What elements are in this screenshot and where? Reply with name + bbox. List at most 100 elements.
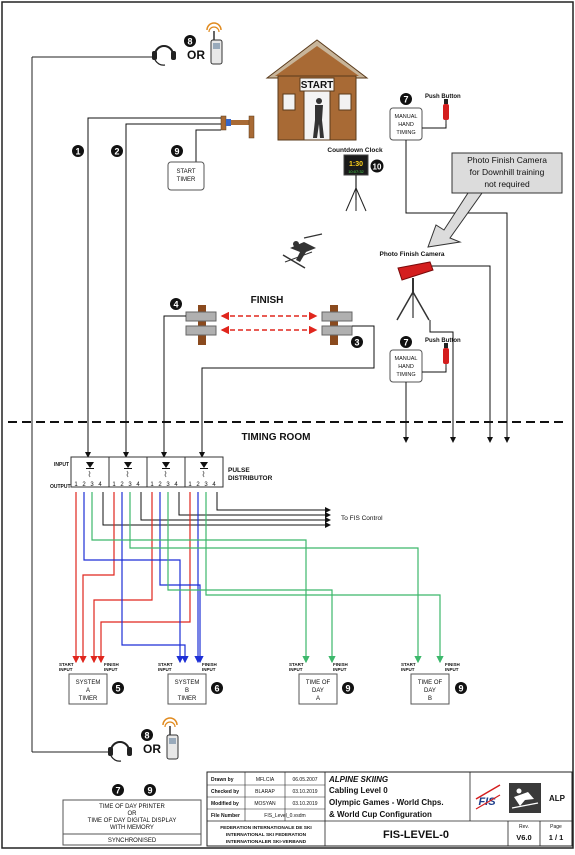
photo-note-arrow — [427, 192, 483, 248]
output-number: 1 — [150, 482, 154, 488]
tb-modified-date: 03.10.2019 — [292, 801, 317, 807]
tb-checked-by-label: Checked by — [211, 789, 239, 795]
output-number: 4 — [174, 482, 178, 488]
output-label: OUTPUT — [50, 484, 71, 490]
radio-icon — [206, 22, 223, 65]
legend-line5: SYNCHRONISED — [108, 838, 157, 844]
push-button-bottom-icon — [443, 343, 449, 368]
system-b-line3: TIMER — [178, 696, 197, 702]
pulse-distributor-line1: PULSE — [228, 467, 250, 474]
output-number: 3 — [128, 482, 132, 488]
tb-federation-2: INTERNATIONAL SKI FEDERATION — [226, 832, 307, 838]
badge-7-mid — [400, 336, 412, 348]
badge-4-label: 4 — [173, 300, 178, 310]
athlete-icon — [313, 98, 324, 138]
badge-2-label: 2 — [114, 147, 119, 157]
badge-9-tod-a-label: 9 — [345, 684, 350, 694]
output-number: 2 — [158, 482, 162, 488]
push-button-top-label: Push Button — [425, 94, 461, 100]
output-number: 3 — [204, 482, 208, 488]
fis-logo: FIS — [475, 784, 501, 810]
diode-icon — [86, 462, 94, 468]
tod-b-line1: TIME OF — [418, 680, 443, 686]
tb-modified-by-label: Modified by — [211, 801, 239, 807]
badge-9-legend-label: 9 — [147, 786, 152, 796]
badge-9-start — [171, 145, 183, 157]
system-b-finish-label1: FINISH — [202, 662, 217, 667]
time-of-day-a: START INPUT FINISH INPUT TIME OF DAY A — [289, 662, 348, 705]
tb-checked-by: BLARAP — [255, 789, 275, 795]
output-number: 4 — [136, 482, 140, 488]
headset-icon — [152, 45, 176, 66]
tod-b-line3: B — [428, 696, 432, 702]
manual-timing-top-line1: MANUAL — [395, 114, 418, 120]
output-number: 2 — [82, 482, 86, 488]
badge-7-top-label: 7 — [403, 95, 408, 105]
tb-rev-label: Rev. — [519, 824, 529, 830]
legend-line1: TIME OF DAY PRINTER — [99, 804, 165, 810]
countdown-display-main: 1:30 — [349, 161, 363, 168]
badge-8-bottom-label: 8 — [144, 731, 149, 741]
badge-4 — [170, 298, 182, 310]
tb-file-number: FIS_Level_0.vsdm — [264, 813, 305, 819]
badge-2 — [111, 145, 123, 157]
badge-1-label: 1 — [75, 147, 80, 157]
tod-a-finish-label1: FINISH — [333, 662, 348, 667]
tod-b-finish-label1: FINISH — [445, 662, 460, 667]
legend-box: TIME OF DAY PRINTER OR TIME OF DAY DIGIT… — [62, 799, 202, 846]
system-b-start-label2: INPUT — [158, 667, 172, 672]
tb-modified-by: MOSYAN — [254, 801, 276, 807]
or-bottom-label: OR — [143, 742, 161, 756]
tb-drawn-by-label: Drawn by — [211, 777, 234, 783]
pulse-distributor-line2: DISTRIBUTOR — [228, 475, 273, 482]
tod-a-line2: DAY — [312, 688, 324, 694]
manual-timing-top-line3: TIMING — [396, 130, 415, 136]
badge-8-top — [184, 35, 196, 47]
badge-5 — [112, 682, 124, 694]
push-button-top-icon — [443, 99, 449, 124]
manual-timing-bottom-line1: MANUAL — [395, 356, 418, 362]
badge-9-tod-b-label: 9 — [458, 684, 463, 694]
output-number: 1 — [112, 482, 116, 488]
alp-logo-text: ALP — [549, 794, 566, 803]
output-number: 1 — [74, 482, 78, 488]
tb-doc-id: FIS-LEVEL-0 — [383, 829, 449, 841]
tb-page: 1 / 1 — [549, 833, 564, 842]
push-button-bottom-label: Push Button — [425, 338, 461, 344]
title-block: Drawn by MFLCIA 06.05.2007 Checked by BL… — [206, 771, 573, 847]
headset-icon-bottom — [108, 741, 132, 762]
tb-page-label: Page — [550, 824, 562, 830]
time-of-day-b: START INPUT FINISH INPUT TIME OF DAY B — [401, 662, 460, 705]
tod-b-start-label2: INPUT — [401, 667, 415, 672]
pulse-wave-icon — [202, 470, 205, 478]
badge-9-tod-b — [455, 682, 467, 694]
tb-federation-3: INTERNATIONALER SKI-VERBAND — [226, 839, 307, 845]
or-top-label: OR — [187, 48, 205, 62]
tod-b-start-label1: START — [401, 662, 416, 667]
finish-gate-left — [185, 305, 217, 345]
photo-note-line2: for Downhill training — [470, 167, 545, 177]
diode-icon — [124, 462, 132, 468]
photo-note-line3: not required — [484, 179, 530, 189]
badge-7-legend — [112, 784, 124, 796]
alp-logo: ALP — [509, 783, 566, 813]
tod-a-line3: A — [316, 696, 320, 702]
output-number: 3 — [90, 482, 94, 488]
countdown-clock-label: Countdown Clock — [327, 147, 383, 154]
system-a-line1: SYSTEM — [76, 680, 101, 686]
tod-b-finish-label2: INPUT — [445, 667, 459, 672]
tb-title-line2: Cabling Level 0 — [329, 786, 388, 795]
pulse-wave-icon — [88, 470, 91, 478]
tb-file-number-label: File Number — [211, 813, 240, 819]
legend-line3: TIME OF DAY DIGITAL DISPLAY — [88, 818, 177, 824]
tod-a-line1: TIME OF — [306, 680, 331, 686]
badge-6 — [211, 682, 223, 694]
system-a-line3: TIMER — [79, 696, 98, 702]
badge-9-tod-a — [342, 682, 354, 694]
badge-3 — [351, 336, 363, 348]
output-number: 2 — [196, 482, 200, 488]
output-number: 1 — [188, 482, 192, 488]
